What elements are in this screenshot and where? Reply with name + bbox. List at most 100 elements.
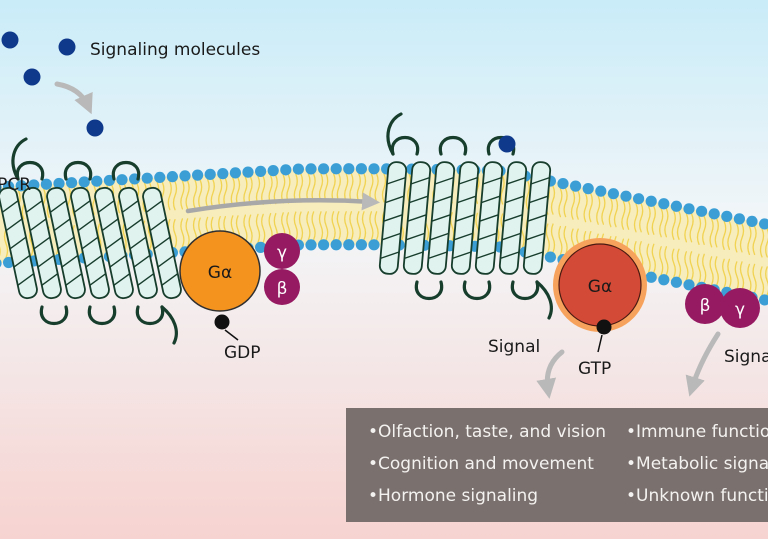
gamma-subunit <box>720 288 760 328</box>
gamma-subunit <box>264 233 300 269</box>
lipid-head <box>255 165 267 177</box>
gtp-label: GTP <box>578 359 611 379</box>
lipid-tail <box>759 266 765 296</box>
helix-turn <box>433 195 453 204</box>
lipid-tail <box>696 215 702 245</box>
helix-turn <box>405 232 425 241</box>
helix-turn <box>97 200 115 213</box>
lipid-head <box>3 256 15 269</box>
lipid-tail <box>255 213 261 244</box>
signaling-molecules-label: Signaling molecules <box>90 40 260 60</box>
gdp-nucleotide <box>214 314 230 330</box>
bound-signaling-molecule <box>498 135 516 153</box>
lipid-tail <box>374 211 379 241</box>
lipid-tail <box>167 181 172 211</box>
lipid-head <box>696 205 708 217</box>
lipid-tail <box>331 211 336 241</box>
helix-turn <box>17 273 35 286</box>
lipid-tail <box>550 185 556 215</box>
gpcr-receptor-inactive <box>0 137 182 345</box>
lipid-tail <box>281 174 286 204</box>
lipid-tail <box>248 176 253 206</box>
lipid-tail <box>702 253 707 283</box>
beta-label: β <box>700 296 711 316</box>
helix-turn <box>49 200 67 213</box>
lipid-tail <box>525 180 530 210</box>
lipid-head <box>179 170 191 182</box>
lipid-head <box>318 163 330 175</box>
lipid-tail <box>185 218 190 248</box>
helix-turn <box>81 236 99 250</box>
helix-turn <box>57 236 75 250</box>
helix-turn <box>453 232 473 241</box>
lipid-head <box>595 185 607 197</box>
beta-subunit <box>685 284 725 324</box>
lipid-head <box>670 276 683 288</box>
lipid-tail <box>765 266 768 296</box>
lipid-tail <box>765 228 768 258</box>
receptor-loop <box>39 305 69 326</box>
receptor-n-terminus <box>386 112 403 156</box>
lipid-tail <box>633 203 639 233</box>
receptor-n-terminus <box>11 137 28 181</box>
lipid-tail <box>684 251 689 281</box>
lipid-tail <box>223 177 228 208</box>
lipid-tail <box>570 190 576 220</box>
lipid-tail <box>180 180 185 210</box>
function-box-background <box>346 408 768 522</box>
lipid-head <box>242 166 254 178</box>
g-protein-inactive: Gα γ β GDP <box>179 230 300 363</box>
gpcr-receptor-active <box>378 112 553 320</box>
lipid-tail <box>349 211 354 241</box>
lipid-tail <box>651 243 656 273</box>
lipid-head <box>40 178 53 190</box>
lipid-tail <box>588 192 593 223</box>
transmembrane-helix <box>450 161 480 275</box>
lipid-tail <box>613 198 619 228</box>
helix-turn <box>506 176 526 185</box>
lipid-tail <box>739 223 745 253</box>
helix-turn <box>500 251 520 260</box>
lipid-tail <box>336 173 341 203</box>
helix-turn <box>479 214 499 222</box>
lipid-head <box>620 190 632 202</box>
helix-turn <box>407 214 427 222</box>
helix-turn <box>37 254 55 268</box>
lipid-tail <box>659 208 664 238</box>
helix-turn <box>101 218 119 232</box>
lipid-tail <box>298 211 304 241</box>
lipid-head <box>116 174 128 186</box>
lipid-tail <box>752 225 757 256</box>
lipid-head <box>267 165 279 177</box>
transmembrane-helix <box>0 186 38 300</box>
lipid-tail <box>185 180 190 210</box>
function-item: •Olfaction, taste, and vision <box>368 422 606 442</box>
g-alpha-active: Gα GTP <box>553 238 647 379</box>
signaling-molecules <box>1 31 516 153</box>
activation-arrow <box>185 192 381 214</box>
helix-turn <box>129 236 147 250</box>
lipid-tail <box>268 174 273 205</box>
helix-turn <box>525 232 545 241</box>
lipid-tail <box>651 205 656 235</box>
g-alpha-subunit-gdp <box>179 230 261 312</box>
helix-turn <box>410 176 430 185</box>
lipid-tail <box>727 220 732 251</box>
lipid-tail <box>381 173 387 203</box>
helix-turn <box>145 200 163 213</box>
receptor-loop <box>135 305 165 326</box>
lipid-tail <box>550 223 556 253</box>
helix-turn <box>77 218 95 232</box>
lipid-tail <box>248 214 253 244</box>
helix-turn <box>530 176 550 185</box>
lipid-tail <box>235 177 241 207</box>
receptor-loop <box>510 280 540 301</box>
helix-turn <box>524 251 544 260</box>
helix-turn <box>121 200 139 213</box>
lipid-tail <box>344 173 349 203</box>
lipid-tail <box>576 190 581 220</box>
lipid-tail <box>324 173 329 203</box>
helix-turn <box>380 251 400 260</box>
lipid-head <box>355 239 367 251</box>
